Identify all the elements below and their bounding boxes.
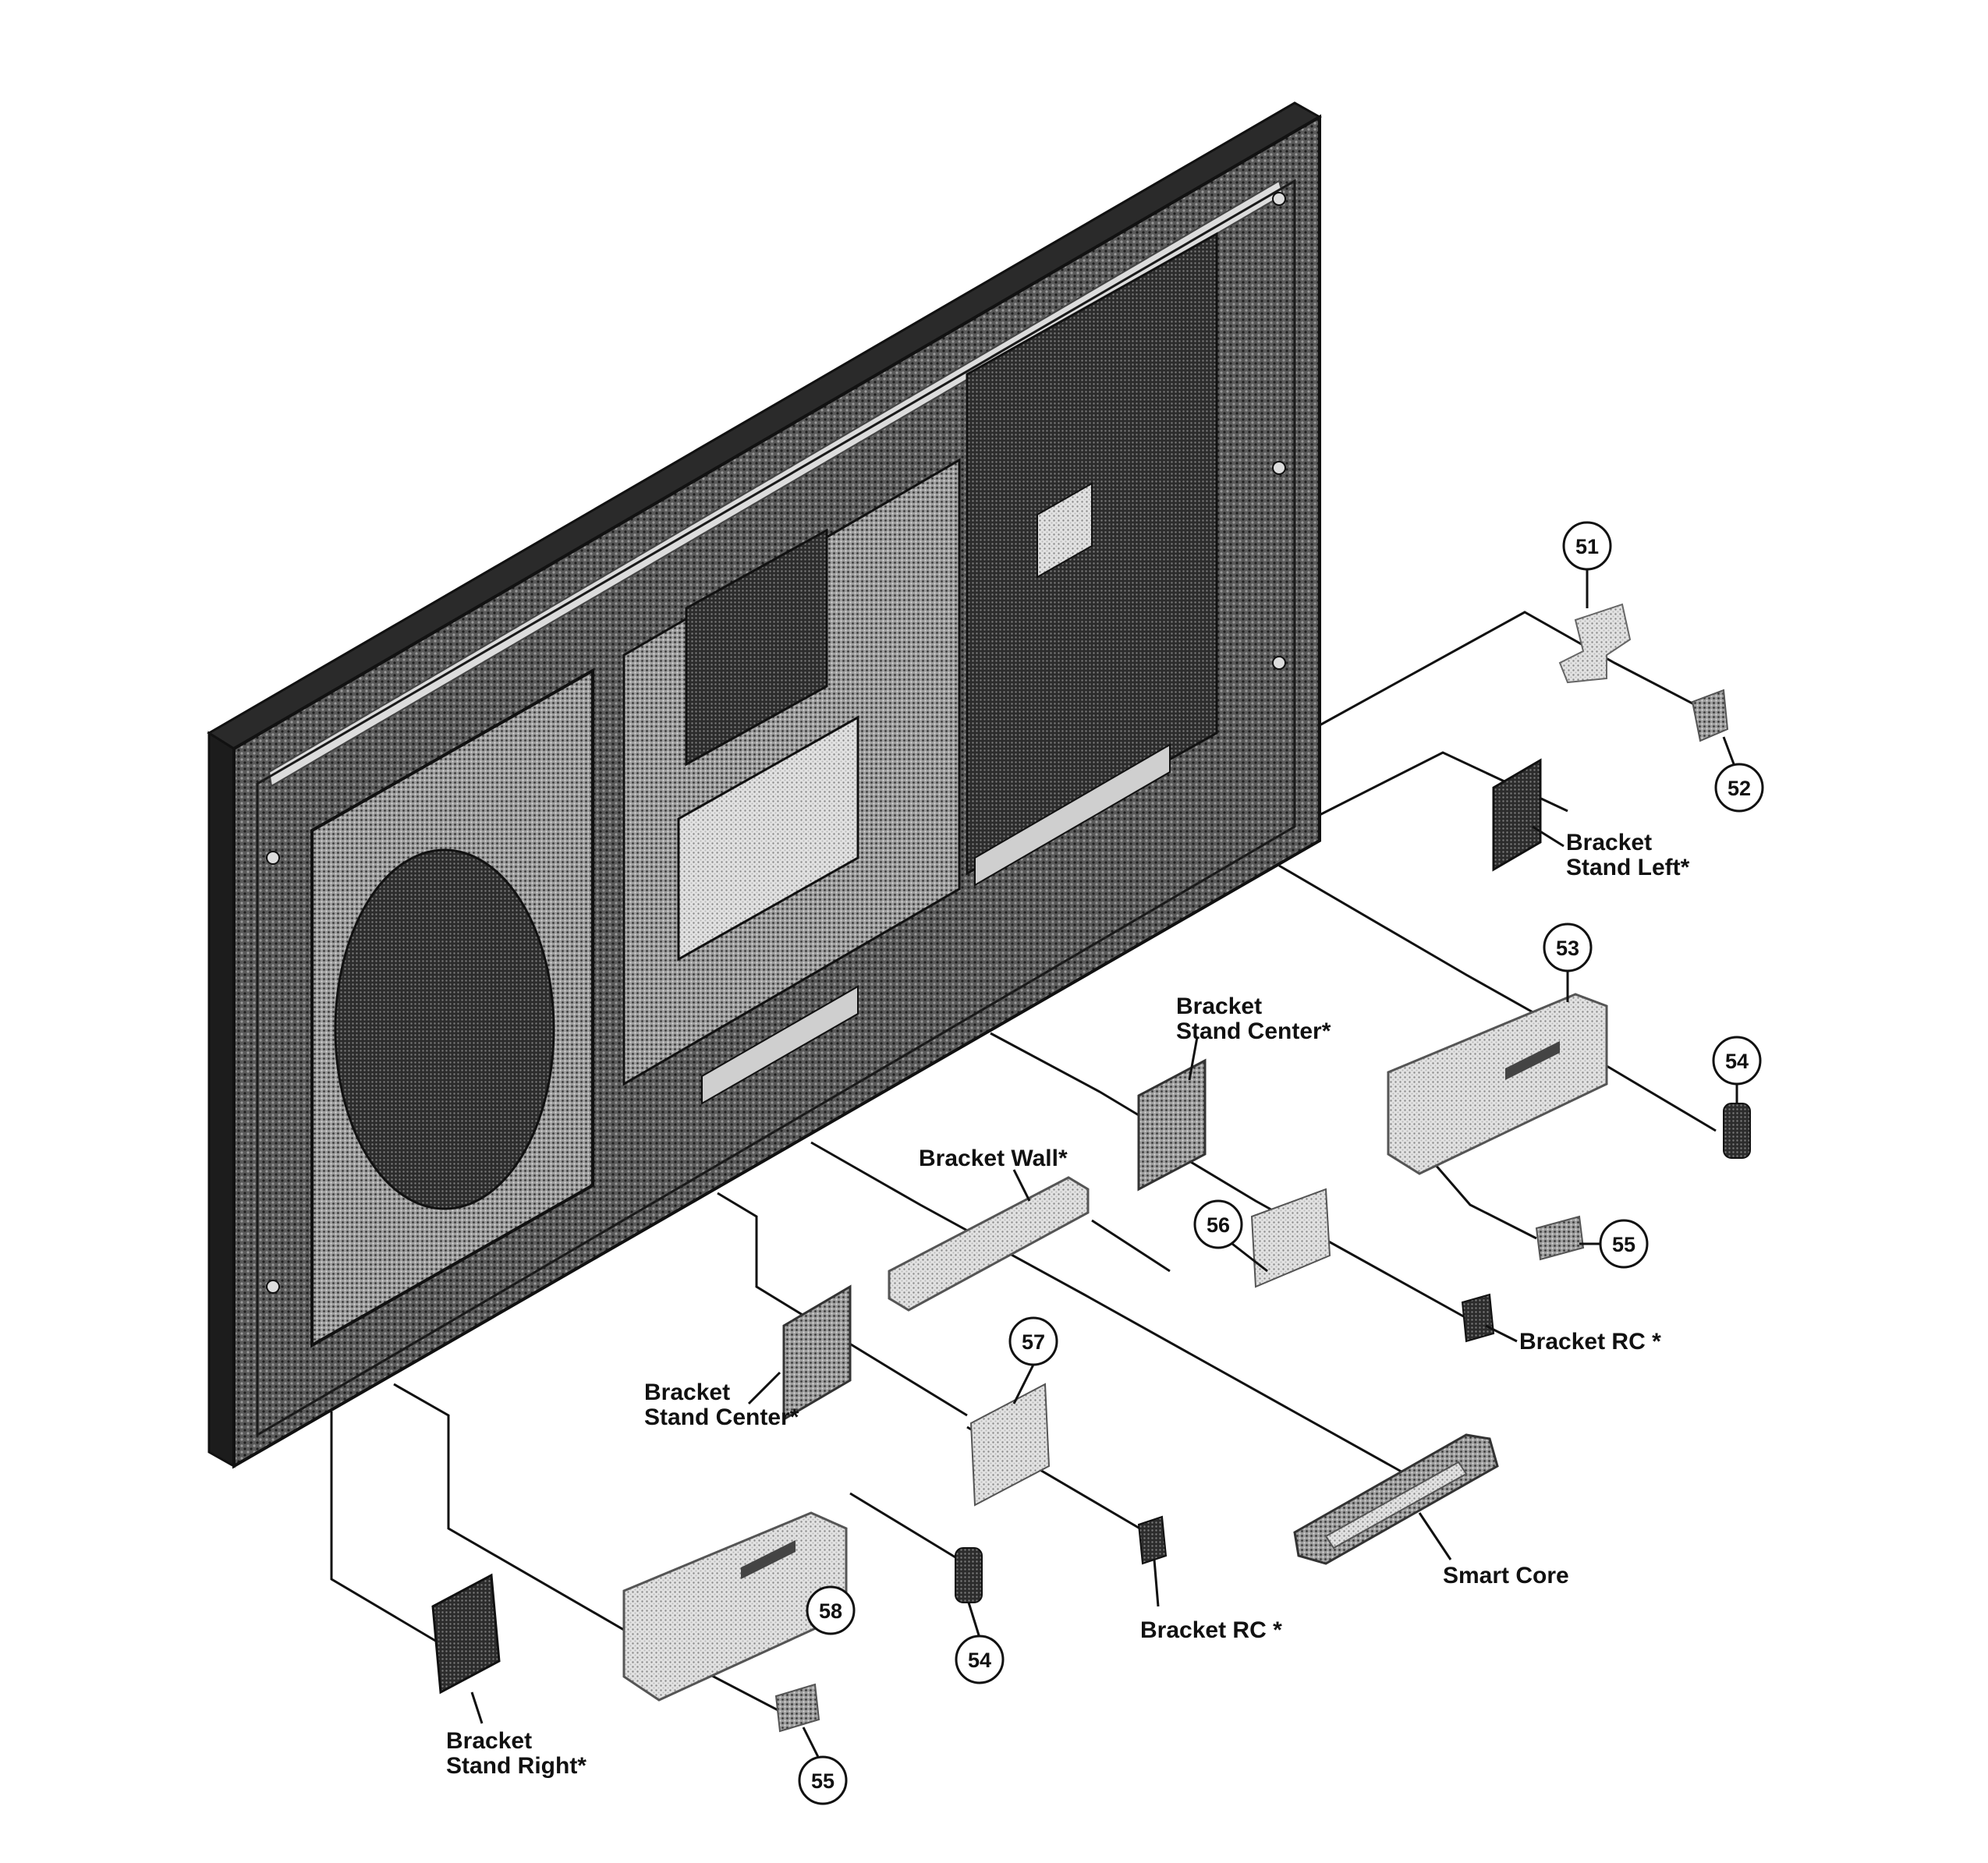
callout-53: 53 <box>1543 923 1593 1002</box>
part-bracket-stand-center-lower <box>782 1284 852 1422</box>
label-bracket-stand-center-lower-line1: Bracket <box>644 1380 730 1405</box>
callout-53-number: 53 <box>1556 937 1579 960</box>
label-bracket-stand-center-upper-line1: Bracket <box>1176 993 1262 1019</box>
part-53-stand-box <box>1387 993 1608 1175</box>
label-bracket-stand-center-lower-line2: Stand Center* <box>644 1404 799 1430</box>
part-57-bracket <box>969 1383 1051 1507</box>
label-bracket-stand-center-lower: Bracket Stand Center* <box>644 1371 799 1430</box>
callout-54-upper-number: 54 <box>1725 1050 1749 1073</box>
callout-57: 57 <box>1008 1316 1058 1404</box>
tv-panel-rear <box>207 101 1323 1469</box>
label-bracket-stand-right: Bracket Stand Right* <box>446 1691 586 1779</box>
label-smart-core-text: Smart Core <box>1443 1563 1569 1589</box>
part-54-upper-screw <box>1723 1103 1751 1159</box>
label-bracket-stand-center-upper: Bracket Stand Center* <box>1176 993 1331 1081</box>
callout-55-lower: 55 <box>798 1727 848 1805</box>
callout-56-number: 56 <box>1207 1213 1230 1237</box>
callout-55-upper: 55 <box>1579 1219 1649 1269</box>
callout-56: 56 <box>1193 1199 1268 1273</box>
callout-54-upper: 54 <box>1712 1036 1762 1103</box>
callout-55-upper-number: 55 <box>1612 1233 1635 1256</box>
label-bracket-rc-lower-text: Bracket RC * <box>1140 1617 1282 1643</box>
label-bracket-rc-lower: Bracket RC * <box>1140 1559 1282 1643</box>
part-54-lower-screw <box>955 1547 983 1603</box>
callout-58-number: 58 <box>819 1599 842 1623</box>
part-bracket-rc-lower <box>1137 1515 1168 1565</box>
part-55-lower-bracket <box>774 1683 820 1733</box>
label-bracket-stand-left: Bracket Stand Left* <box>1532 825 1690 880</box>
part-bracket-stand-left <box>1492 758 1542 872</box>
label-bracket-stand-right-line1: Bracket <box>446 1728 532 1754</box>
part-smart-core <box>1293 1433 1499 1565</box>
part-55-upper-bracket <box>1535 1215 1585 1261</box>
callout-54-lower: 54 <box>955 1602 1005 1684</box>
part-51-bracket <box>1558 603 1632 684</box>
callout-58: 58 <box>806 1585 856 1635</box>
label-bracket-stand-left-line1: Bracket <box>1566 830 1652 855</box>
part-bracket-rc-upper <box>1461 1293 1495 1343</box>
label-bracket-stand-center-upper-line2: Stand Center* <box>1176 1018 1331 1044</box>
part-52-screw <box>1691 689 1729 742</box>
label-bracket-rc-upper: Bracket RC * <box>1485 1324 1661 1355</box>
label-bracket-wall: Bracket Wall* <box>919 1146 1068 1202</box>
callout-51: 51 <box>1562 521 1612 608</box>
callout-52: 52 <box>1714 736 1764 813</box>
label-bracket-stand-left-line2: Stand Left* <box>1566 855 1690 880</box>
part-56-bracket <box>1250 1188 1331 1288</box>
label-bracket-rc-upper-text: Bracket RC * <box>1519 1329 1661 1355</box>
part-bracket-wall <box>888 1176 1090 1312</box>
callout-52-number: 52 <box>1728 777 1751 800</box>
label-bracket-wall-text: Bracket Wall* <box>919 1146 1068 1171</box>
callout-55-lower-number: 55 <box>811 1769 835 1793</box>
part-bracket-stand-right <box>431 1573 501 1695</box>
part-bracket-stand-center-upper <box>1137 1058 1207 1192</box>
callout-57-number: 57 <box>1022 1330 1045 1354</box>
label-smart-core: Smart Core <box>1418 1512 1569 1589</box>
label-bracket-stand-right-line2: Stand Right* <box>446 1753 586 1779</box>
callout-51-number: 51 <box>1575 535 1599 558</box>
callout-54-lower-number: 54 <box>968 1649 991 1672</box>
